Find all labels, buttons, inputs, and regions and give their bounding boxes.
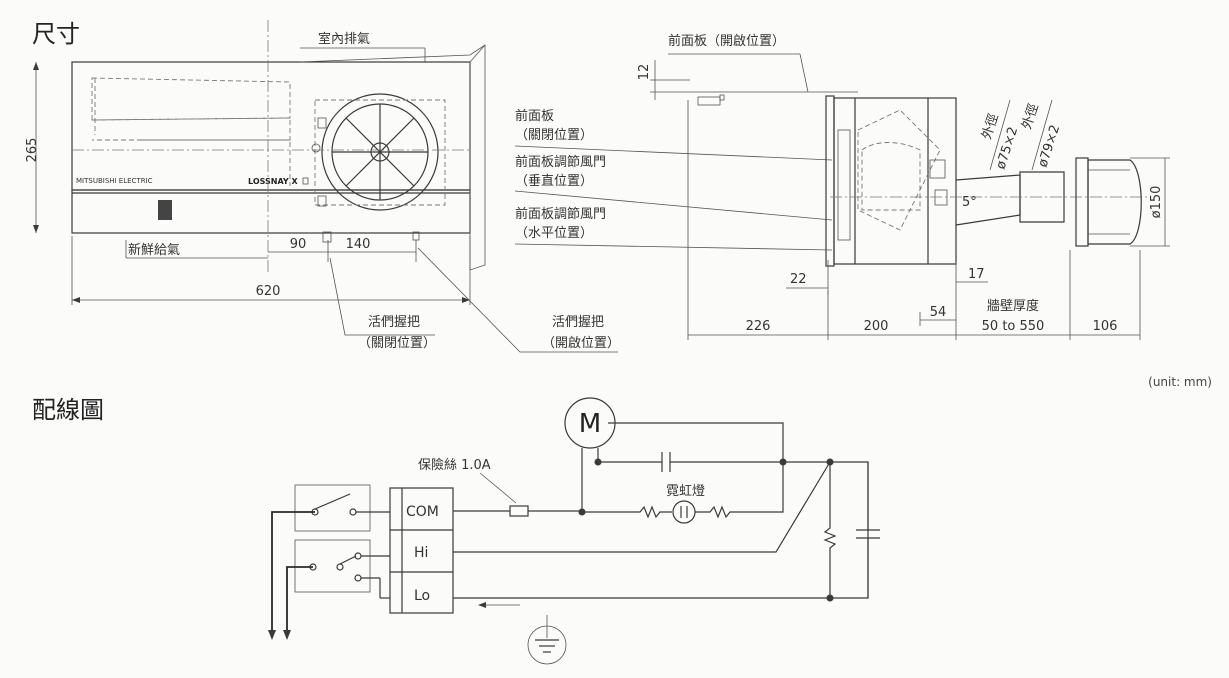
dim-140: 140 (346, 237, 371, 252)
front-height-label: 265 (25, 138, 40, 163)
neon-lamp (672, 500, 696, 524)
dim-17: 17 (968, 267, 985, 282)
side-body (833, 97, 957, 265)
dim-22: 22 (790, 272, 807, 287)
fresh-supply-label: 新鮮給氣 (128, 242, 180, 258)
dim-12: 12 (637, 64, 652, 81)
room-exhaust-label: 室內排氣 (318, 31, 370, 47)
outer-dia-2: ø79×2 (1036, 123, 1064, 169)
terminal-com: COM (406, 504, 439, 520)
front-panel-open-label: 前面板（開啟位置） (668, 33, 785, 49)
dim-226: 226 (746, 319, 771, 334)
wall-thickness: 50 to 550 (982, 319, 1045, 334)
front-body-lower (71, 189, 471, 234)
ground-symbol (527, 625, 567, 665)
side-view: 前面板（開啟位置） 前面板 （關閉位置） 前面板調節風門 （垂直位置） 前面板調… (514, 33, 1212, 389)
front-fan-wheel-outer (321, 93, 439, 211)
outer-cap-flange (1075, 157, 1089, 247)
dim-200: 200 (864, 319, 889, 334)
damper-vertical-line2: （垂直位置） (515, 174, 593, 189)
outer-cap (1087, 159, 1142, 245)
terminal-hi: Hi (414, 545, 428, 561)
dimensions-title: 尺寸 (32, 20, 80, 48)
angle-label: 5° (962, 195, 977, 210)
fuse-symbol (509, 505, 529, 517)
wiring-title: 配線圖 (32, 396, 104, 424)
front-panel-closed-line1: 前面板 (515, 108, 554, 124)
unit-note: (unit: mm) (1148, 375, 1212, 389)
damper-open-line1: 活們握把 (552, 315, 604, 330)
brand-logo (158, 200, 172, 220)
terminal-lo: Lo (414, 588, 430, 604)
dim-90: 90 (290, 237, 307, 252)
damper-horizontal-line2: （水平位置） (515, 226, 593, 241)
dim-620: 620 (256, 284, 281, 299)
damper-horizontal-line1: 前面板調節風門 (515, 206, 606, 222)
front-view: MITSUBISHI ELECTRIC LOSSNAY X 265 新鮮給氣 9… (25, 20, 620, 353)
outer-dia-1: ø75×2 (994, 125, 1022, 171)
model-plate: LOSSNAY X (248, 177, 298, 186)
front-panel-plate (825, 95, 835, 267)
fuse-label: 保險絲 1.0A (418, 458, 491, 473)
neon-label: 霓虹燈 (666, 484, 705, 499)
motor-label: M (579, 409, 601, 439)
dim-106: 106 (1093, 319, 1118, 334)
terminal-block (389, 487, 454, 614)
switch-2 (294, 539, 371, 593)
outer-dia-1-label: 外徑 (980, 112, 1002, 141)
damper-closed-line1: 活們握把 (368, 315, 420, 330)
outer-dia-2-label: 外徑 (1020, 102, 1042, 131)
brand-text: MITSUBISHI ELECTRIC (76, 177, 153, 185)
damper-open-line2: （開啟位置） (542, 336, 620, 351)
switch-1 (294, 484, 371, 532)
front-panel-closed-line2: （關閉位置） (515, 128, 593, 143)
wiring-diagram: M 霓虹燈 保險絲 1.0A COM Hi Lo (268, 397, 880, 665)
dia-150: ø150 (1149, 186, 1164, 219)
damper-vertical-line1: 前面板調節風門 (515, 154, 606, 170)
damper-closed-line2: （關閉位置） (358, 336, 436, 351)
dim-54: 54 (930, 305, 947, 320)
wall-thickness-label: 牆壁厚度 (987, 298, 1039, 314)
